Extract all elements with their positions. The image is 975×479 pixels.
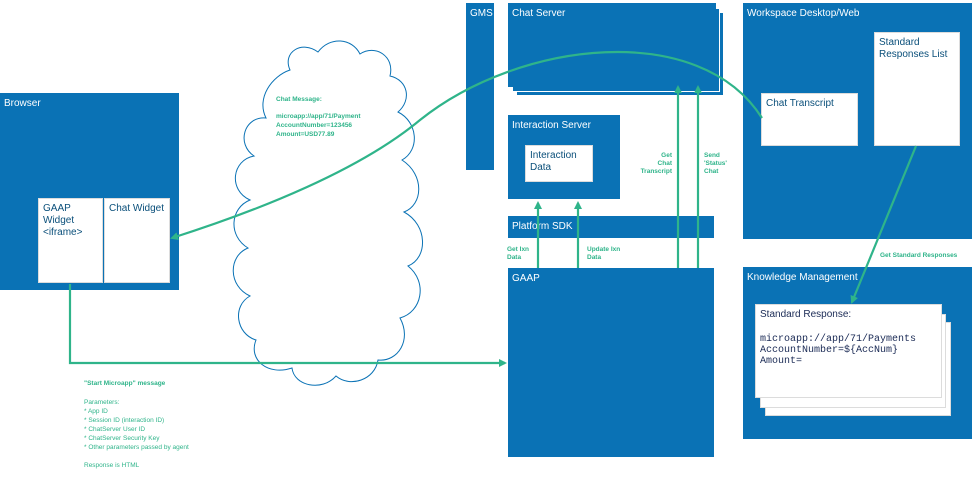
knowledge-management-title: Knowledge Management — [747, 272, 858, 283]
chat-message-arrow — [170, 50, 763, 240]
notes-param-5: * Other parameters passed by agent — [84, 444, 189, 451]
get-ixn-data-label: Get Ixn Data — [507, 246, 530, 261]
gms-box: GMS — [466, 3, 494, 170]
gms-title: GMS — [470, 8, 493, 19]
chat-transcript-label: Chat Transcript — [766, 98, 834, 109]
chat-server-title: Chat Server — [512, 8, 566, 19]
get-standard-responses-label: Get Standard Responses — [880, 252, 958, 259]
interaction-data-box: Interaction Data — [525, 145, 593, 182]
notes-response: Response is HTML — [84, 462, 140, 469]
notes-param-2: * Session ID (interaction ID) — [84, 417, 165, 424]
notes-param-3: * ChatServer User ID — [84, 426, 146, 433]
platform-sdk-box: Platform SDK — [508, 216, 714, 238]
gaap-widget-label: GAAP Widget <iframe> — [43, 203, 83, 238]
notes-param-4: * ChatServer Security Key — [84, 435, 160, 442]
notes-title: "Start Microapp" message — [84, 380, 166, 387]
chat-server-box: Chat Server — [508, 3, 716, 87]
cloud-title: Chat Message: — [276, 96, 322, 103]
update-ixn-data-label: Update Ixn Data — [587, 246, 621, 261]
interaction-data-label: Interaction Data — [530, 150, 577, 173]
gaap-box: GAAP — [508, 268, 714, 457]
workspace-title: Workspace Desktop/Web — [747, 8, 860, 19]
notes-params-header: Parameters: — [84, 399, 120, 406]
standard-responses-list-label: Standard Responses List — [879, 37, 948, 60]
gaap-widget-box: GAAP Widget <iframe> — [38, 198, 103, 283]
standard-responses-list-box: Standard Responses List — [874, 32, 960, 146]
cloud-line-2: AccountNumber=123456 — [276, 122, 353, 129]
browser-title: Browser — [4, 98, 41, 109]
standard-response-card: Standard Response: microapp://app/71/Pay… — [755, 304, 942, 398]
chat-transcript-box: Chat Transcript — [761, 93, 858, 146]
start-microapp-arrow — [68, 284, 507, 367]
interaction-server-title: Interaction Server — [512, 120, 591, 131]
chat-widget-box: Chat Widget — [104, 198, 170, 283]
platform-sdk-title: Platform SDK — [512, 221, 573, 232]
get-standard-responses-arrow — [850, 145, 918, 304]
cloud-line-3: Amount=USD77.89 — [276, 131, 335, 138]
standard-response-title: Standard Response: — [760, 309, 852, 320]
cloud-line-1: microapp://app/71/Payment — [276, 113, 361, 120]
notes-param-1: * App ID — [84, 408, 108, 415]
chat-widget-label: Chat Widget — [109, 203, 165, 214]
send-status-chat-label: Send 'Status' Chat — [704, 152, 727, 175]
gaap-title: GAAP — [512, 273, 540, 284]
get-chat-transcript-label: Get Chat Transcript — [640, 152, 672, 175]
standard-response-code: microapp://app/71/Payments AccountNumber… — [760, 334, 917, 367]
